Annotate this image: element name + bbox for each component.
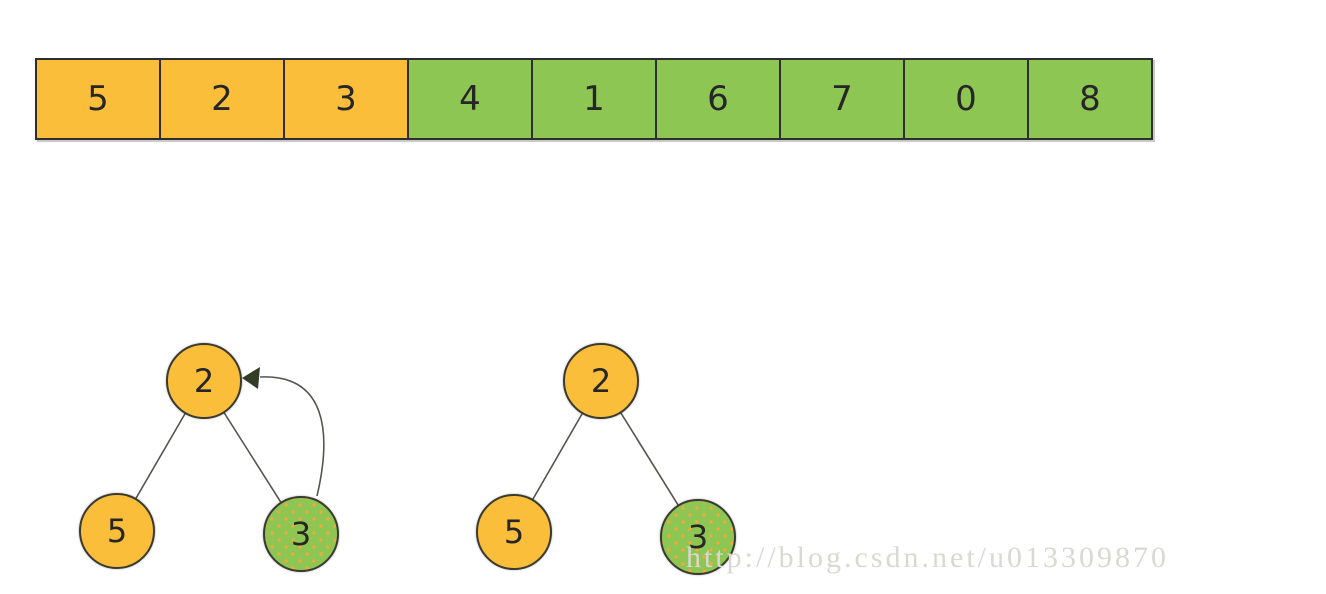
array-cell: 7 bbox=[779, 58, 905, 140]
right-tree-right-child-node: 3 bbox=[660, 499, 736, 575]
array-cell: 2 bbox=[159, 58, 285, 140]
array-row: 5 2 3 4 1 6 7 0 8 bbox=[35, 58, 1153, 140]
array-cell: 3 bbox=[283, 58, 409, 140]
right-tree-root-node: 2 bbox=[563, 343, 639, 419]
array-cell: 1 bbox=[531, 58, 657, 140]
left-tree-left-child-node: 5 bbox=[79, 493, 155, 569]
array-cell: 0 bbox=[903, 58, 1029, 140]
array-cell: 8 bbox=[1027, 58, 1153, 140]
left-tree-root-node: 2 bbox=[166, 343, 242, 419]
swap-arrow-curve bbox=[259, 376, 325, 497]
right-tree-left-child-node: 5 bbox=[476, 494, 552, 570]
left-tree-right-child-node: 3 bbox=[263, 496, 339, 572]
watermark: http://blog.csdn.net/u013309870 bbox=[686, 541, 1169, 574]
array-cell: 5 bbox=[35, 58, 161, 140]
swap-arrowhead-icon bbox=[242, 367, 260, 389]
